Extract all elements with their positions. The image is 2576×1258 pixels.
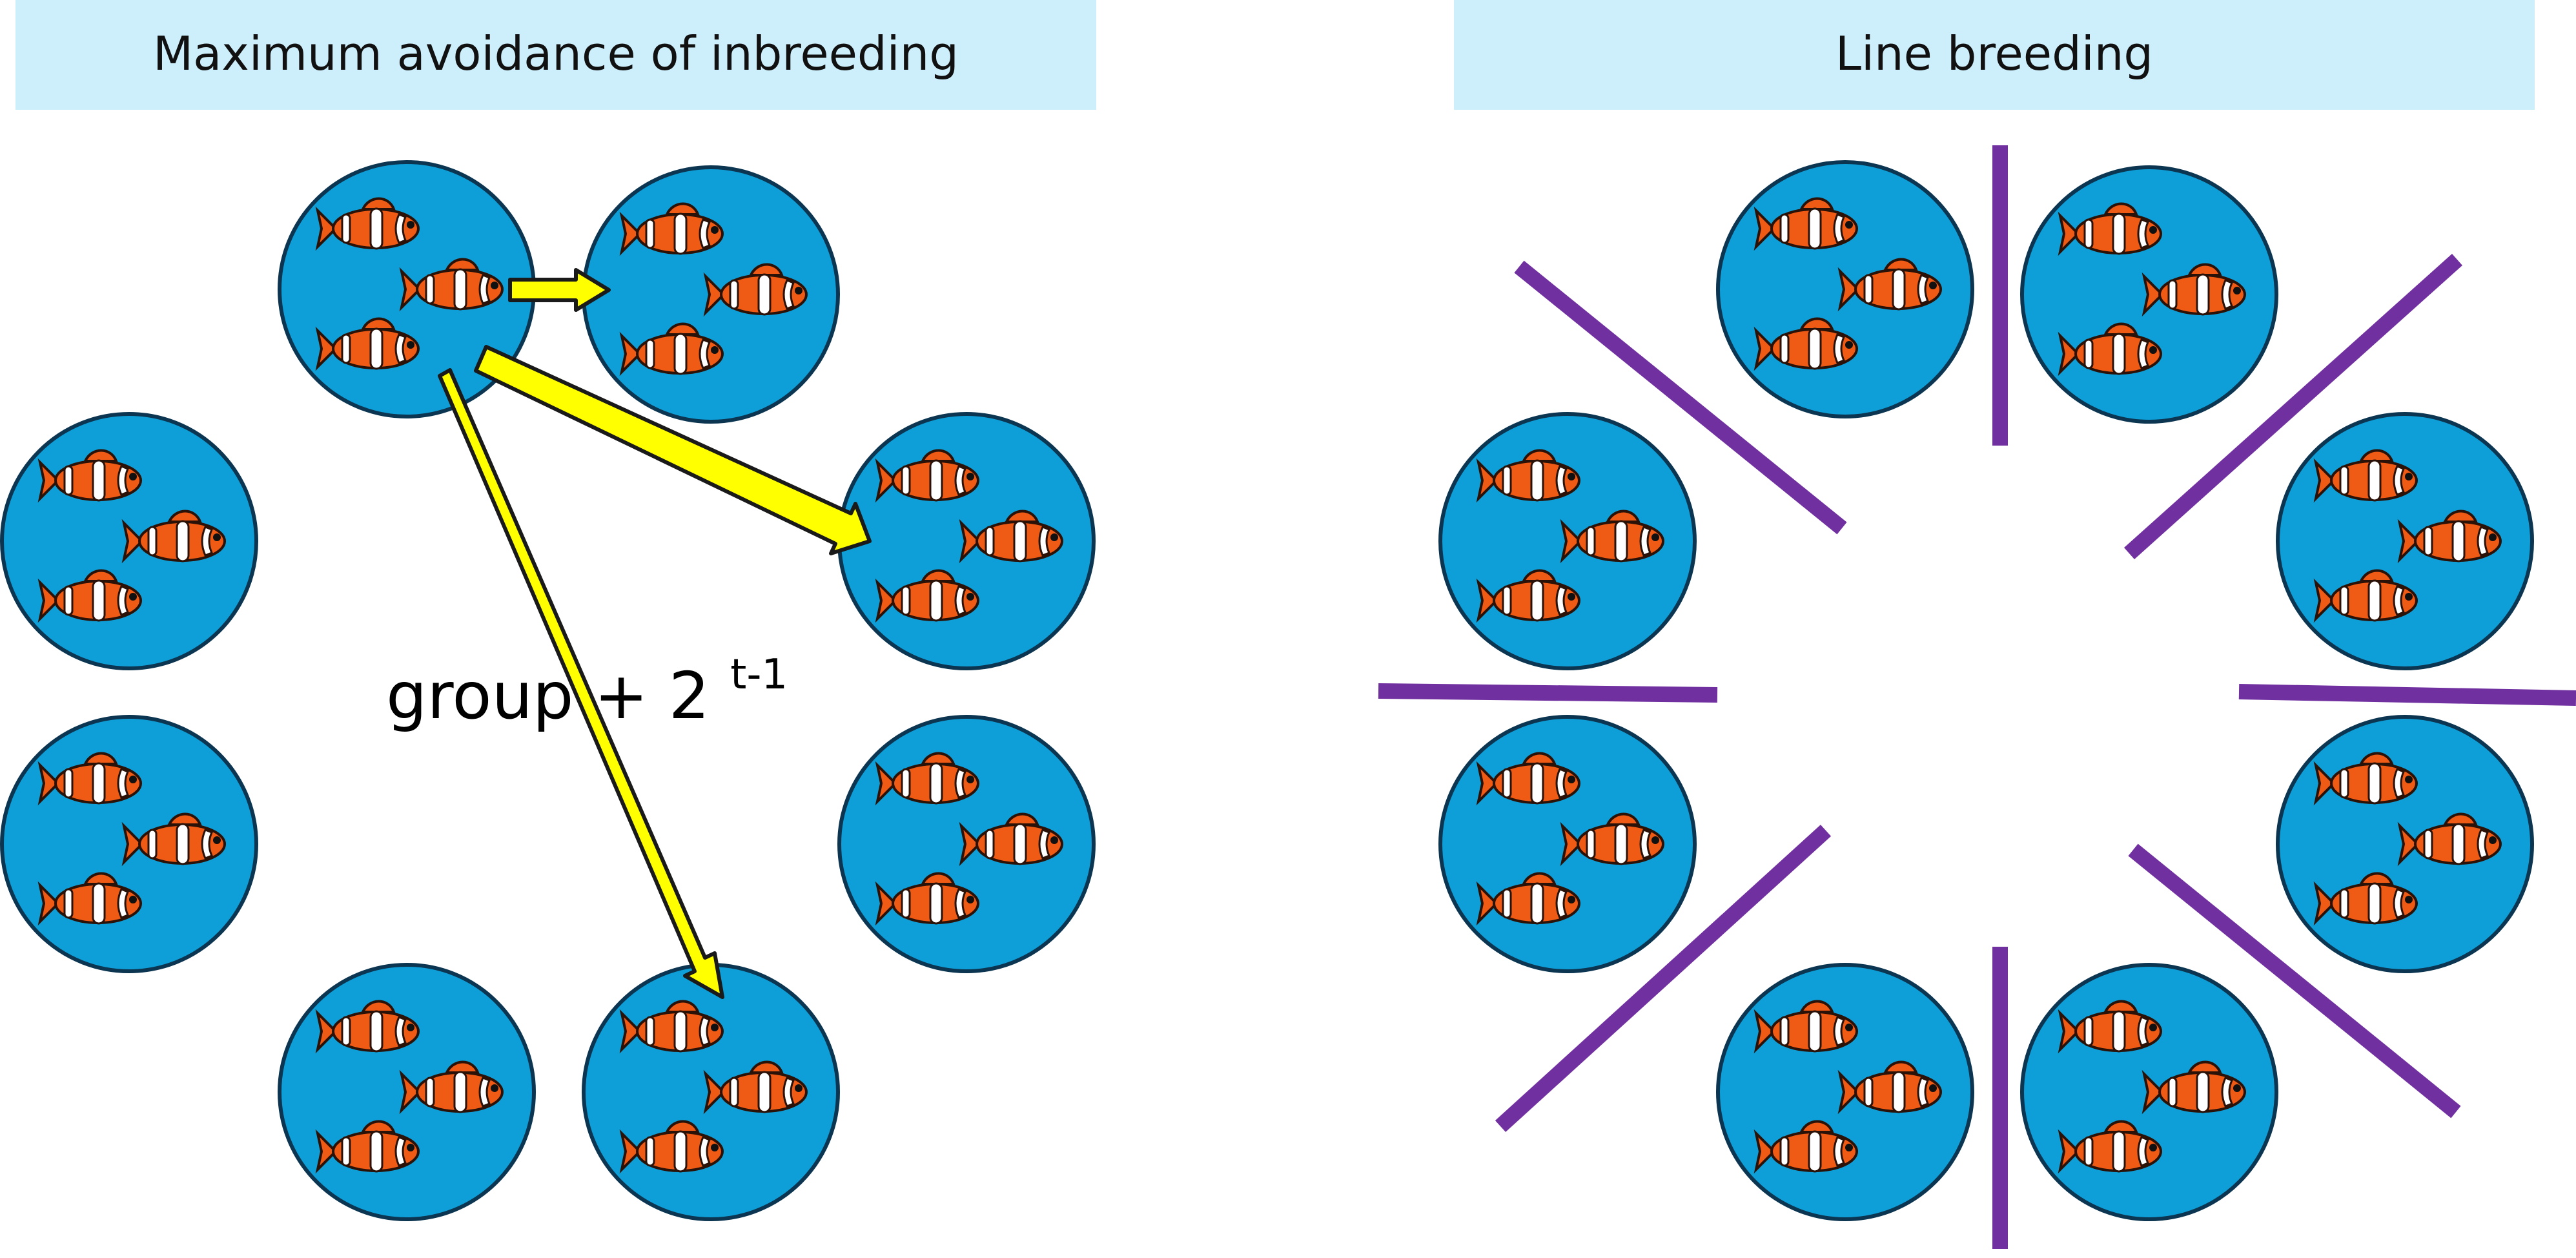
divider-bottom-right (2128, 843, 2461, 1119)
tank-5 (582, 963, 840, 1221)
tank-4 (837, 715, 1096, 973)
right-panel: Line breeding (1378, 0, 2576, 1249)
tank-group (0, 160, 1096, 1221)
tank-group (1438, 160, 2534, 1221)
divider-bottom-left (1495, 825, 1832, 1132)
tank-8 (0, 412, 258, 670)
tank-7 (0, 715, 258, 973)
left-title-banner (15, 0, 1096, 110)
tank-2 (2020, 165, 2278, 424)
arrow-to-tank-5 (438, 368, 724, 999)
divider-top-right (2123, 254, 2463, 559)
tank-4 (2276, 715, 2534, 973)
right-title-banner (1454, 0, 2535, 110)
divider-left (1378, 683, 1718, 703)
left-panel-title: Maximum avoidance of inbreeding (153, 26, 959, 81)
divider-right (2238, 684, 2576, 706)
right-panel-title: Line breeding (1835, 26, 2153, 81)
migration-formula: group + 2 t-1 (386, 651, 788, 734)
isolation-dividers (1378, 145, 2576, 1249)
formula-exponent: t-1 (730, 651, 788, 699)
migration-arrows (438, 268, 872, 999)
tank-2 (582, 165, 840, 424)
tank-7 (1438, 715, 1697, 973)
tank-1 (1716, 160, 1974, 418)
arrow-to-tank-2 (508, 268, 611, 312)
tank-3 (2276, 412, 2534, 670)
arrow-to-tank-3 (474, 345, 872, 555)
formula-base: group + 2 (386, 658, 710, 734)
tank-6 (1716, 963, 1974, 1221)
tank-6 (278, 963, 536, 1221)
divider-top-left (1514, 260, 1847, 535)
tank-5 (2020, 963, 2278, 1221)
left-panel: Maximum avoidance of inbreeding (0, 0, 1096, 1221)
tank-8 (1438, 412, 1697, 670)
tank-3 (837, 412, 1096, 670)
